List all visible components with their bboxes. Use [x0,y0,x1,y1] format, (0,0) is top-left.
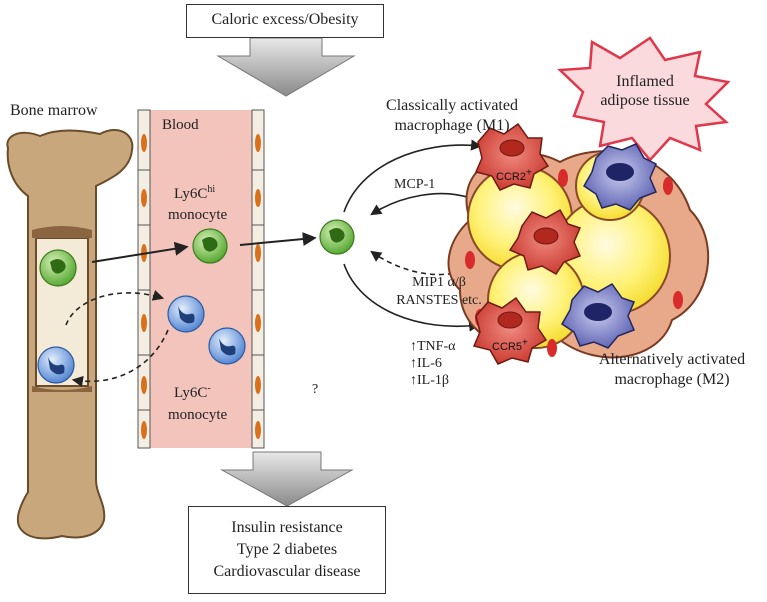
caloric-excess-box: Caloric excess/Obesity [186,4,384,38]
outcome-type2-diabetes: Type 2 diabetes [236,541,338,558]
ly6c-hi-cell-marrow [39,249,77,287]
blood-vessel [140,110,262,448]
mcp1-label: MCP-1 [394,177,436,192]
arrow-marrow-to-blood [91,241,189,263]
m2-macrophage-bottom [561,283,636,349]
arrow-marrow-to-blood-dashed [65,290,165,326]
question-mark: ? [312,382,319,397]
bottom-big-arrow [220,451,354,507]
m1-macrophage-ccr2 [474,122,550,191]
outcomes-box: Insulin resistance Type 2 diabetes Cardi… [188,506,386,594]
cytokine-il1b: ↑IL-1β [410,373,449,388]
bone-marrow-label: Bone marrow [10,102,98,119]
m1-macrophage-center [508,208,582,275]
cytokine-tnf: ↑TNF-α [410,339,456,354]
cytokine-list: ↑TNF-α ↑IL-6 ↑IL-1β [410,338,455,389]
outcome-cardiovascular-disease: Cardiovascular disease [213,563,361,580]
arrow-to-m2 [343,263,481,332]
arrow-blood-to-tissue [239,232,317,247]
ccr2-label: CCR2+ [496,167,532,183]
vessel-wall-right [251,109,265,449]
ly6c-hi-cell-tissue [319,219,355,255]
arrow-blood-to-marrow-dashed [71,329,169,387]
m1-macrophage-ccr5 [472,296,548,365]
ly6c-hi-cell-blood [192,228,228,264]
outcome-insulin-resistance: Insulin resistance [231,519,343,536]
ly6c-lo-cell-marrow [37,346,75,384]
ccr5-label: CCR5+ [492,337,528,353]
blood-label: Blood [162,117,199,133]
ly6c-hi-label: Ly6Chi [174,184,216,203]
m2-macrophage-top [583,143,657,211]
inflamed-starburst [557,36,731,162]
cytokine-il6: ↑IL-6 [410,356,442,371]
ly6c-lo-cell-blood-1 [167,295,205,333]
arrow-to-m1 [343,139,483,213]
top-big-arrow [216,37,356,97]
ly6c-lo-label: Ly6C- [174,383,211,402]
ly6c-hi-monocyte-label: monocyte [168,207,228,223]
caloric-excess-text: Caloric excess/Obesity [211,11,359,28]
ly6c-lo-cell-blood-2 [208,327,246,365]
arrow-mcp1 [370,192,471,216]
ly6c-lo-monocyte-label: monocyte [168,407,228,423]
vessel-wall-left [137,109,151,449]
